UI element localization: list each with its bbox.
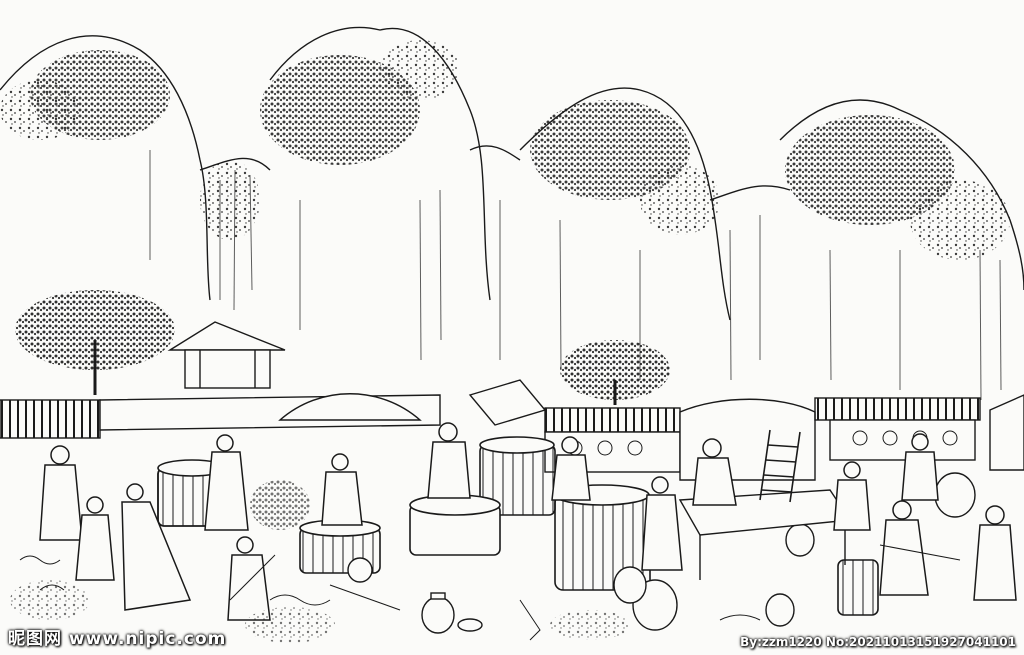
waterfall-lines [149,150,1002,401]
tree-left [15,290,175,395]
tree-center [560,340,670,405]
workers [39,422,1017,621]
ladder [759,429,801,503]
watermark-right: By:zzm1220 No:20211013151927041101 [740,635,1016,649]
pavilion [167,321,286,389]
jars [347,472,976,634]
watermark-left: 昵图网 www.nipic.com [8,629,227,649]
ground-stipple [10,480,630,643]
mountain-range [0,26,1024,321]
compound-walls [0,379,1024,481]
mountain-foliage [0,40,1010,260]
